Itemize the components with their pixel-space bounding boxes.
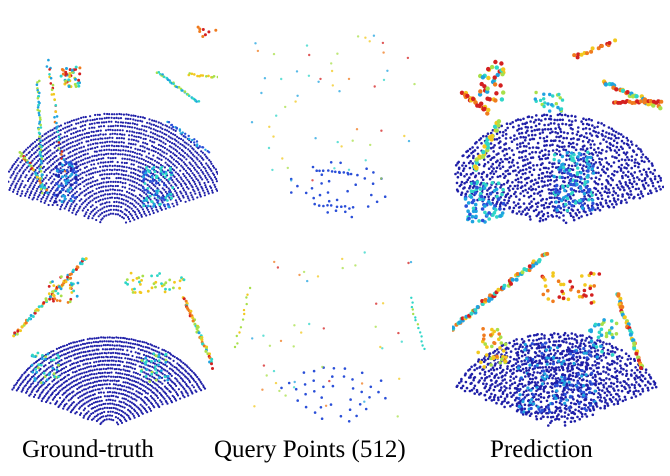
caption-ground-truth: Ground-truth: [22, 436, 154, 463]
prediction-panel-row1: [454, 22, 664, 232]
query-points-pointcloud-row1: [250, 34, 416, 219]
ground-truth-panel-row1: [8, 22, 218, 232]
caption-query-points: Query Points (512): [214, 436, 406, 463]
query-points-panel-row1: [232, 22, 442, 232]
ground-truth-pointcloud-row1: [8, 25, 218, 224]
prediction-pointcloud-row2: [452, 251, 658, 427]
query-points-panel-row2: [230, 228, 440, 438]
query-points-pointcloud-row2: [233, 251, 426, 423]
ground-truth-pointcloud-row2: [11, 257, 214, 426]
ground-truth-panel-row2: [4, 228, 214, 438]
prediction-pointcloud-row1: [454, 38, 664, 225]
prediction-panel-row2: [452, 228, 662, 438]
caption-prediction: Prediction: [490, 436, 593, 463]
